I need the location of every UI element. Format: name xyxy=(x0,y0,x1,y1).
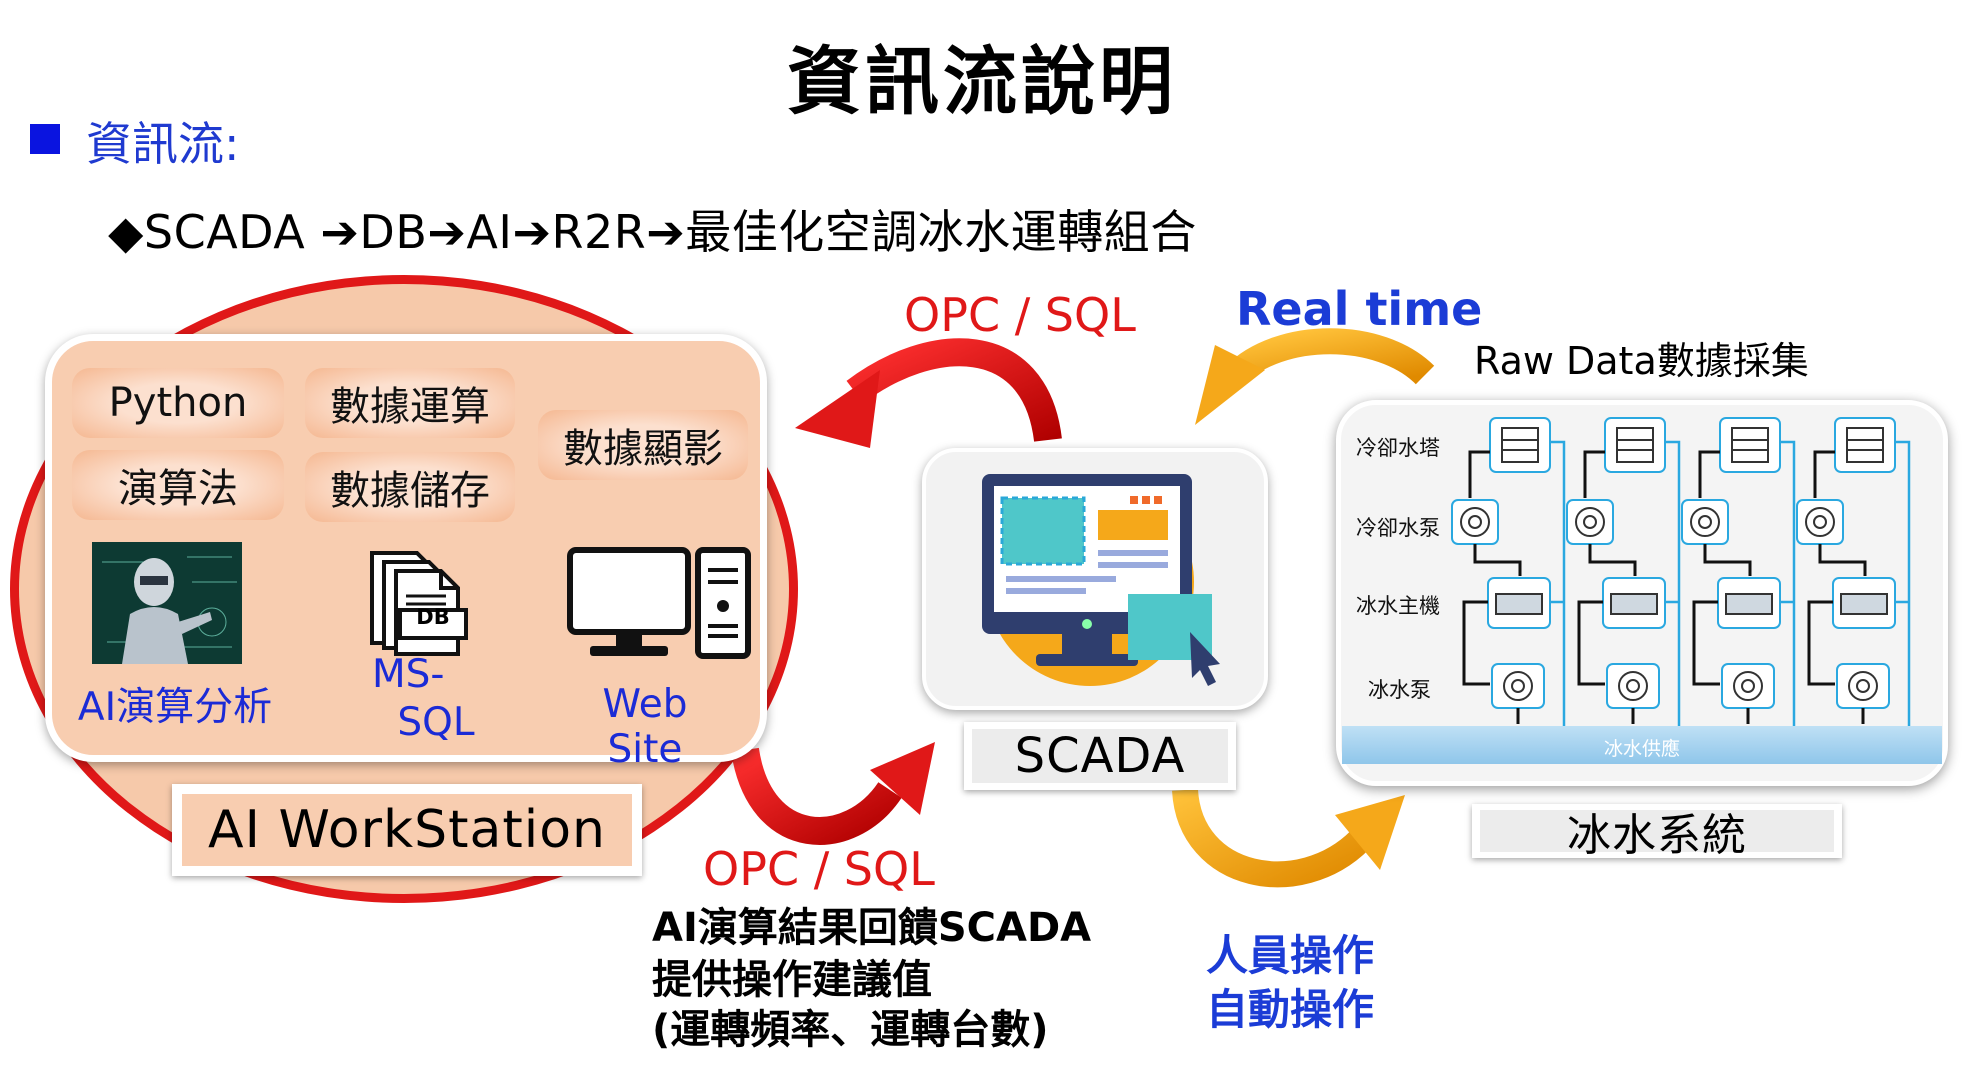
database-document-icon xyxy=(370,551,468,656)
arrow-operation xyxy=(1172,788,1405,888)
ai-robot-image xyxy=(92,542,242,664)
feedback-line-1: AI演算結果回饋SCADA xyxy=(652,905,1092,951)
pill-algorithm: 演算法 xyxy=(72,450,284,520)
chilled-water-label-box: 冰水系統 xyxy=(1472,804,1842,861)
supply-label: 冰水供應 xyxy=(1603,738,1680,760)
pill-visualization: 數據顯影 xyxy=(538,410,748,480)
scada-label-box: SCADA xyxy=(964,722,1236,790)
caption-website: Web Site xyxy=(602,682,688,772)
label-opc-sql-bottom: OPC / SQL xyxy=(703,842,935,896)
row-label-cooling-tower: 冷卻水塔 xyxy=(1356,436,1440,460)
operation-line-1: 人員操作 xyxy=(1206,931,1375,980)
db-icon-label: DB xyxy=(416,605,450,629)
pill-storage: 數據儲存 xyxy=(305,452,515,522)
scada-monitor-icon xyxy=(982,474,1220,686)
supply-bar xyxy=(1342,726,1942,764)
label-opc-sql-top: OPC / SQL xyxy=(904,288,1136,342)
arrow-ai-to-scada xyxy=(731,742,935,845)
label-raw-data: Raw Data數據採集 xyxy=(1474,339,1809,383)
row-label-chiller: 冰水主機 xyxy=(1356,594,1440,618)
feedback-line-3: (運轉頻率、運轉台數) xyxy=(652,1007,1049,1053)
chilled-water-label: 冰水系統 xyxy=(1480,810,1834,861)
row-label-chilled-pump: 冰水泵 xyxy=(1368,678,1431,702)
chilled-water-units xyxy=(1451,416,1911,728)
feedback-line-2: 提供操作建議值 xyxy=(652,957,932,1003)
pill-python: Python xyxy=(72,368,284,438)
row-label-cooling-pump: 冷卻水泵 xyxy=(1356,516,1440,540)
ai-workstation-label: AI WorkStation xyxy=(182,794,632,866)
caption-ms: MS- xyxy=(372,652,445,697)
scada-label: SCADA xyxy=(972,728,1228,784)
bullet-heading: 資訊流: xyxy=(86,117,240,171)
ai-workstation-label-box: AI WorkStation xyxy=(172,784,642,876)
operation-line-2: 自動操作 xyxy=(1206,985,1375,1034)
computer-icon xyxy=(567,547,751,659)
caption-sql: SQL xyxy=(397,700,475,745)
caption-ai-analysis: AI演算分析 xyxy=(77,685,273,730)
flow-description: ◆SCADA ➔DB➔AI➔R2R➔最佳化空調冰水運轉組合 xyxy=(108,205,1197,259)
page-title: 資訊流說明 xyxy=(787,39,1177,125)
pill-computation: 數據運算 xyxy=(305,368,515,438)
arrow-scada-to-ai xyxy=(795,338,1062,448)
bullet-square xyxy=(30,124,60,154)
label-realtime: Real time xyxy=(1236,282,1483,336)
arrow-realtime xyxy=(1195,328,1435,425)
